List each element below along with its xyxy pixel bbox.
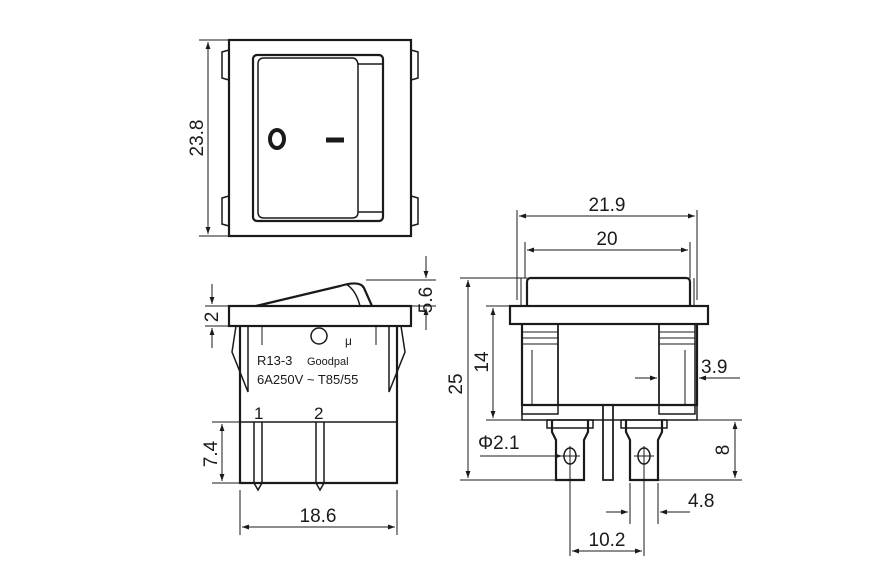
top-view: 23.8 [187, 38, 419, 238]
dim-body-height-label: 14 [472, 351, 493, 373]
dim-flange-label: 2 [202, 312, 223, 323]
side-right-clip [388, 325, 406, 393]
side-mark-rating: 6A250V ~ T85/55 [257, 372, 358, 387]
top-view-left-clips [221, 49, 230, 227]
dim-terminal-label: 7.4 [201, 440, 222, 467]
top-view-rocker-outer [251, 53, 385, 223]
top-view-frame [227, 38, 413, 238]
dim-total-height-label: 25 [446, 373, 467, 394]
side-rocker [255, 282, 374, 308]
side-terminal-2 [315, 422, 325, 492]
dim-width-label: 18.6 [300, 506, 337, 527]
side-terminal-1 [253, 422, 263, 492]
front-flange [508, 304, 710, 326]
pin-1-label: 1 [254, 404, 263, 423]
dim-tab-pitch-label: 10.2 [589, 530, 626, 551]
dim-rocker-label: 5.6 [416, 287, 437, 313]
front-body [520, 324, 699, 407]
top-view-right-clips [410, 49, 419, 227]
dim-outer-width-label: 21.9 [589, 195, 626, 216]
side-mark-model: R13-3 [257, 353, 292, 368]
side-view: μ R13-3 Goodpal 6A250V ~ T85/55 1 2 2 5.… [201, 256, 437, 535]
side-body [238, 326, 399, 485]
front-left-clip [521, 323, 559, 415]
side-flange [227, 304, 413, 328]
dim-inner-width-label: 20 [596, 229, 617, 250]
pin-2-label: 2 [314, 404, 323, 423]
front-view: 21.9 20 25 14 3.9 Φ2.1 8 4.8 [446, 195, 742, 556]
dim-tab-length-label: 8 [713, 445, 734, 456]
dim-tab-width-label: 4.8 [688, 491, 714, 512]
side-mark-brand: Goodpal [307, 356, 349, 368]
top-height-dim-label: 23.8 [187, 120, 208, 157]
dim-hole-label: Φ2.1 [478, 433, 520, 454]
front-center-pin [602, 404, 614, 481]
front-rocker-cap [525, 276, 692, 306]
dim-clip-label: 3.9 [701, 357, 727, 378]
front-right-clip [658, 323, 696, 415]
off-symbol-icon [268, 128, 286, 150]
side-led-hole [310, 327, 328, 345]
side-mark-symbol: μ [345, 334, 352, 348]
side-left-clip [231, 325, 249, 393]
